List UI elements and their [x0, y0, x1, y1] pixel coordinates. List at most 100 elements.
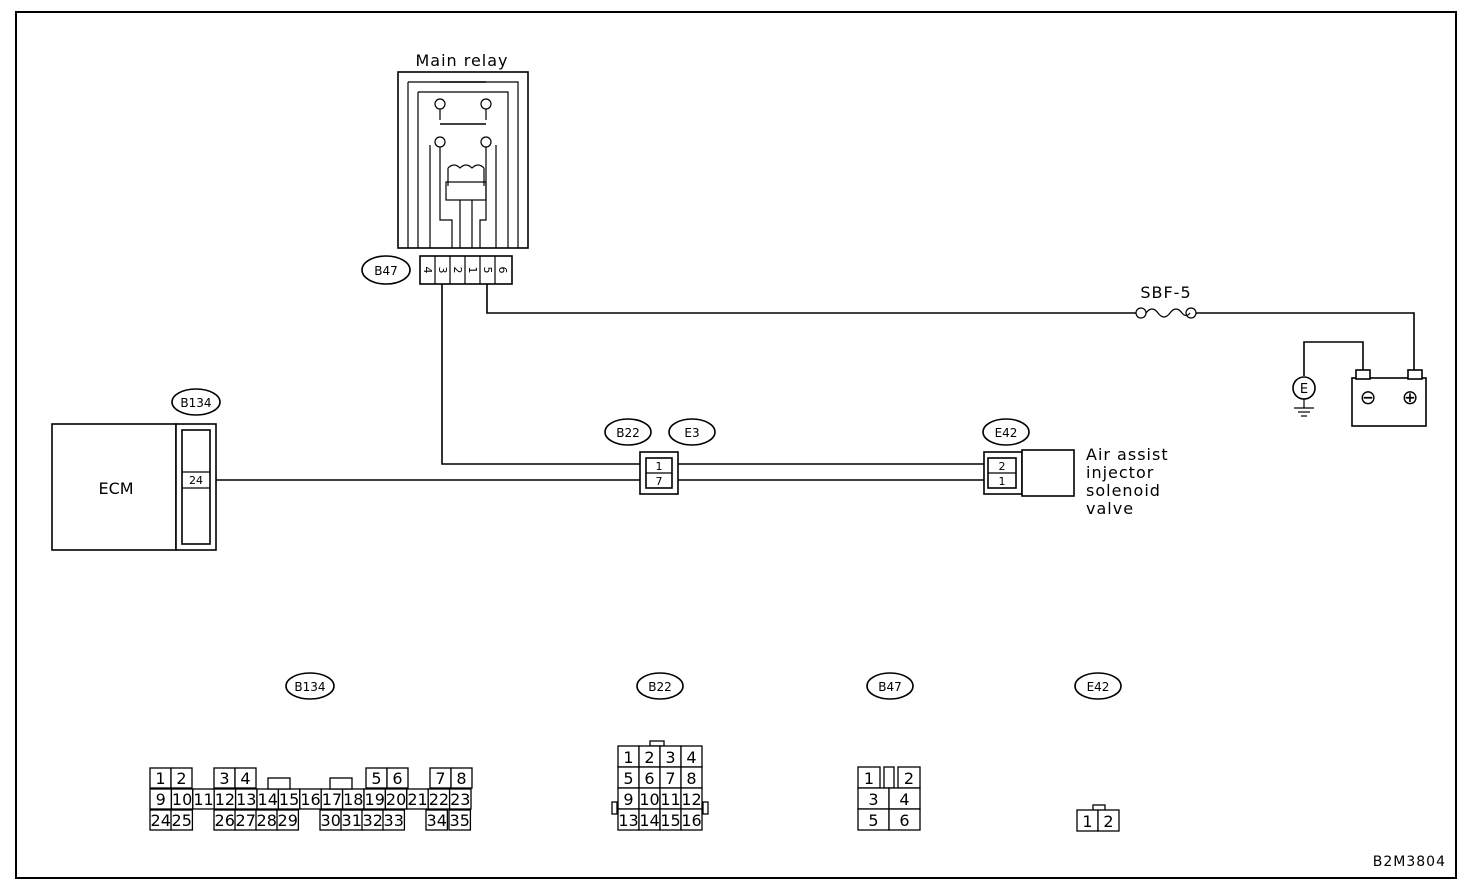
- ecm-label: ECM: [98, 479, 133, 498]
- b134-cell: [170, 809, 194, 831]
- b134-cell: [448, 788, 472, 810]
- b134-pin-number: 34: [427, 811, 447, 830]
- b22-pin-number: 7: [665, 769, 675, 788]
- b134-pin-number: 35: [450, 811, 470, 830]
- battery-positive-icon: ⊕: [1402, 385, 1419, 409]
- figure-code: B2M3804: [1373, 854, 1446, 870]
- legend-e42-tag: [1074, 672, 1122, 700]
- b134-cell: [170, 767, 193, 789]
- battery-negative-icon: ⊖: [1360, 385, 1377, 409]
- b134-pin-number: 8: [456, 769, 466, 788]
- valve-label-line: Air assist: [1086, 445, 1169, 464]
- solenoid-e42: E42 2 1 Air assist injector solenoid val…: [982, 418, 1169, 518]
- legend-b134-label: B134: [294, 680, 325, 694]
- b47-pin: 2: [451, 267, 464, 274]
- diagram-frame: [15, 11, 1457, 879]
- b47-pin-number: 5: [868, 811, 878, 830]
- b47-pin: 5: [481, 267, 494, 274]
- relay-title: Main relay: [415, 51, 508, 70]
- b134-cell: [382, 809, 406, 831]
- b134-pin-number: 32: [363, 811, 383, 830]
- b134-pin-number: 23: [450, 790, 470, 809]
- b47-pin-number: 2: [904, 769, 914, 788]
- b22-pin-number: 3: [665, 748, 675, 767]
- fuse-sbf5: SBF-5: [1135, 283, 1197, 319]
- relay-housing: [397, 71, 529, 249]
- b134-connector-tag: [171, 388, 221, 416]
- b134-pin-number: 26: [215, 811, 235, 830]
- b134-pin-number: 7: [435, 769, 445, 788]
- ecm-box: [51, 423, 177, 551]
- b22-pin-number: 2: [644, 748, 654, 767]
- battery-body: [1351, 377, 1427, 427]
- b22-pin-number: 1: [623, 748, 633, 767]
- legend-b134-tag: [285, 672, 335, 700]
- b134-pin-number: 17: [322, 790, 342, 809]
- b22-pin-number: 8: [686, 769, 696, 788]
- b134-pin-number: 22: [429, 790, 449, 809]
- b134-pin-number: 18: [343, 790, 363, 809]
- main-relay: Main relay 4 3 2 1: [361, 51, 529, 285]
- b134-pin-number: 14: [258, 790, 278, 809]
- b47-pin: 6: [496, 267, 509, 274]
- b134-pin-number: 20: [386, 790, 406, 809]
- e42-pin-number: 2: [1103, 812, 1113, 831]
- valve-label-line: injector: [1086, 463, 1154, 482]
- b134-pin-number: 27: [236, 811, 256, 830]
- b134-pin-number: 28: [257, 811, 277, 830]
- e3-connector-label: E3: [684, 426, 699, 440]
- b134-pin-number: 6: [392, 769, 402, 788]
- b134-pin-number: 15: [279, 790, 299, 809]
- b47-pin: 1: [466, 267, 479, 274]
- junction-pin: 7: [656, 475, 663, 488]
- valve-label-line: solenoid: [1086, 481, 1161, 500]
- b134-pin-number: 2: [176, 769, 186, 788]
- b134-pin-number: 33: [384, 811, 404, 830]
- e42-cell: [1097, 809, 1120, 832]
- b47-pin-number: 4: [899, 790, 909, 809]
- b22-pin-number: 14: [639, 811, 659, 830]
- b134-pin-number: 21: [407, 790, 427, 809]
- legend-b47-tag: [866, 672, 914, 700]
- b22-pin-number: 16: [681, 811, 701, 830]
- b134-pin-number: 11: [193, 790, 213, 809]
- fuse-label: SBF-5: [1140, 283, 1191, 302]
- b22-pin-number: 4: [686, 748, 696, 767]
- b47-pin-number: 6: [899, 811, 909, 830]
- b22-pin-number: 12: [681, 790, 701, 809]
- b134-pin-number: 9: [156, 790, 166, 809]
- legend-b22-label: B22: [648, 680, 672, 694]
- b22-pin-number: 15: [660, 811, 680, 830]
- b134-pin-number: 16: [300, 790, 320, 809]
- b47-connector-tag: [361, 255, 411, 285]
- b134-cell: [234, 767, 257, 789]
- ecm: ECM 24 B134: [51, 388, 221, 551]
- b134-pin-number: 19: [365, 790, 385, 809]
- b134-pin-number: 10: [172, 790, 192, 809]
- battery: ⊖ ⊕: [1303, 341, 1427, 427]
- b134-cell: [425, 809, 449, 831]
- b134-cell: [450, 767, 473, 789]
- b134-pin-number: 24: [151, 811, 171, 830]
- b134-pin-number: 31: [342, 811, 362, 830]
- b134-pin-number: 3: [219, 769, 229, 788]
- b134-pin-number: 29: [278, 811, 298, 830]
- b134-pin-number: 25: [172, 811, 192, 830]
- e42-connector-tag: [982, 418, 1030, 446]
- b134-cell: [448, 809, 472, 831]
- e42-connector-label: E42: [995, 426, 1018, 440]
- solenoid-valve-body: [1021, 449, 1075, 497]
- junction-b22-e3: B22 E3 1 7: [604, 418, 716, 495]
- valve-label-line: valve: [1086, 499, 1134, 518]
- b47-key: [883, 766, 895, 789]
- b134-pin-number: 5: [371, 769, 381, 788]
- b22-pin-number: 10: [639, 790, 659, 809]
- b22-connector-label: B22: [616, 426, 640, 440]
- b22-cell: [680, 808, 703, 831]
- ground-e: E: [1292, 376, 1316, 417]
- b22-pin-number: 5: [623, 769, 633, 788]
